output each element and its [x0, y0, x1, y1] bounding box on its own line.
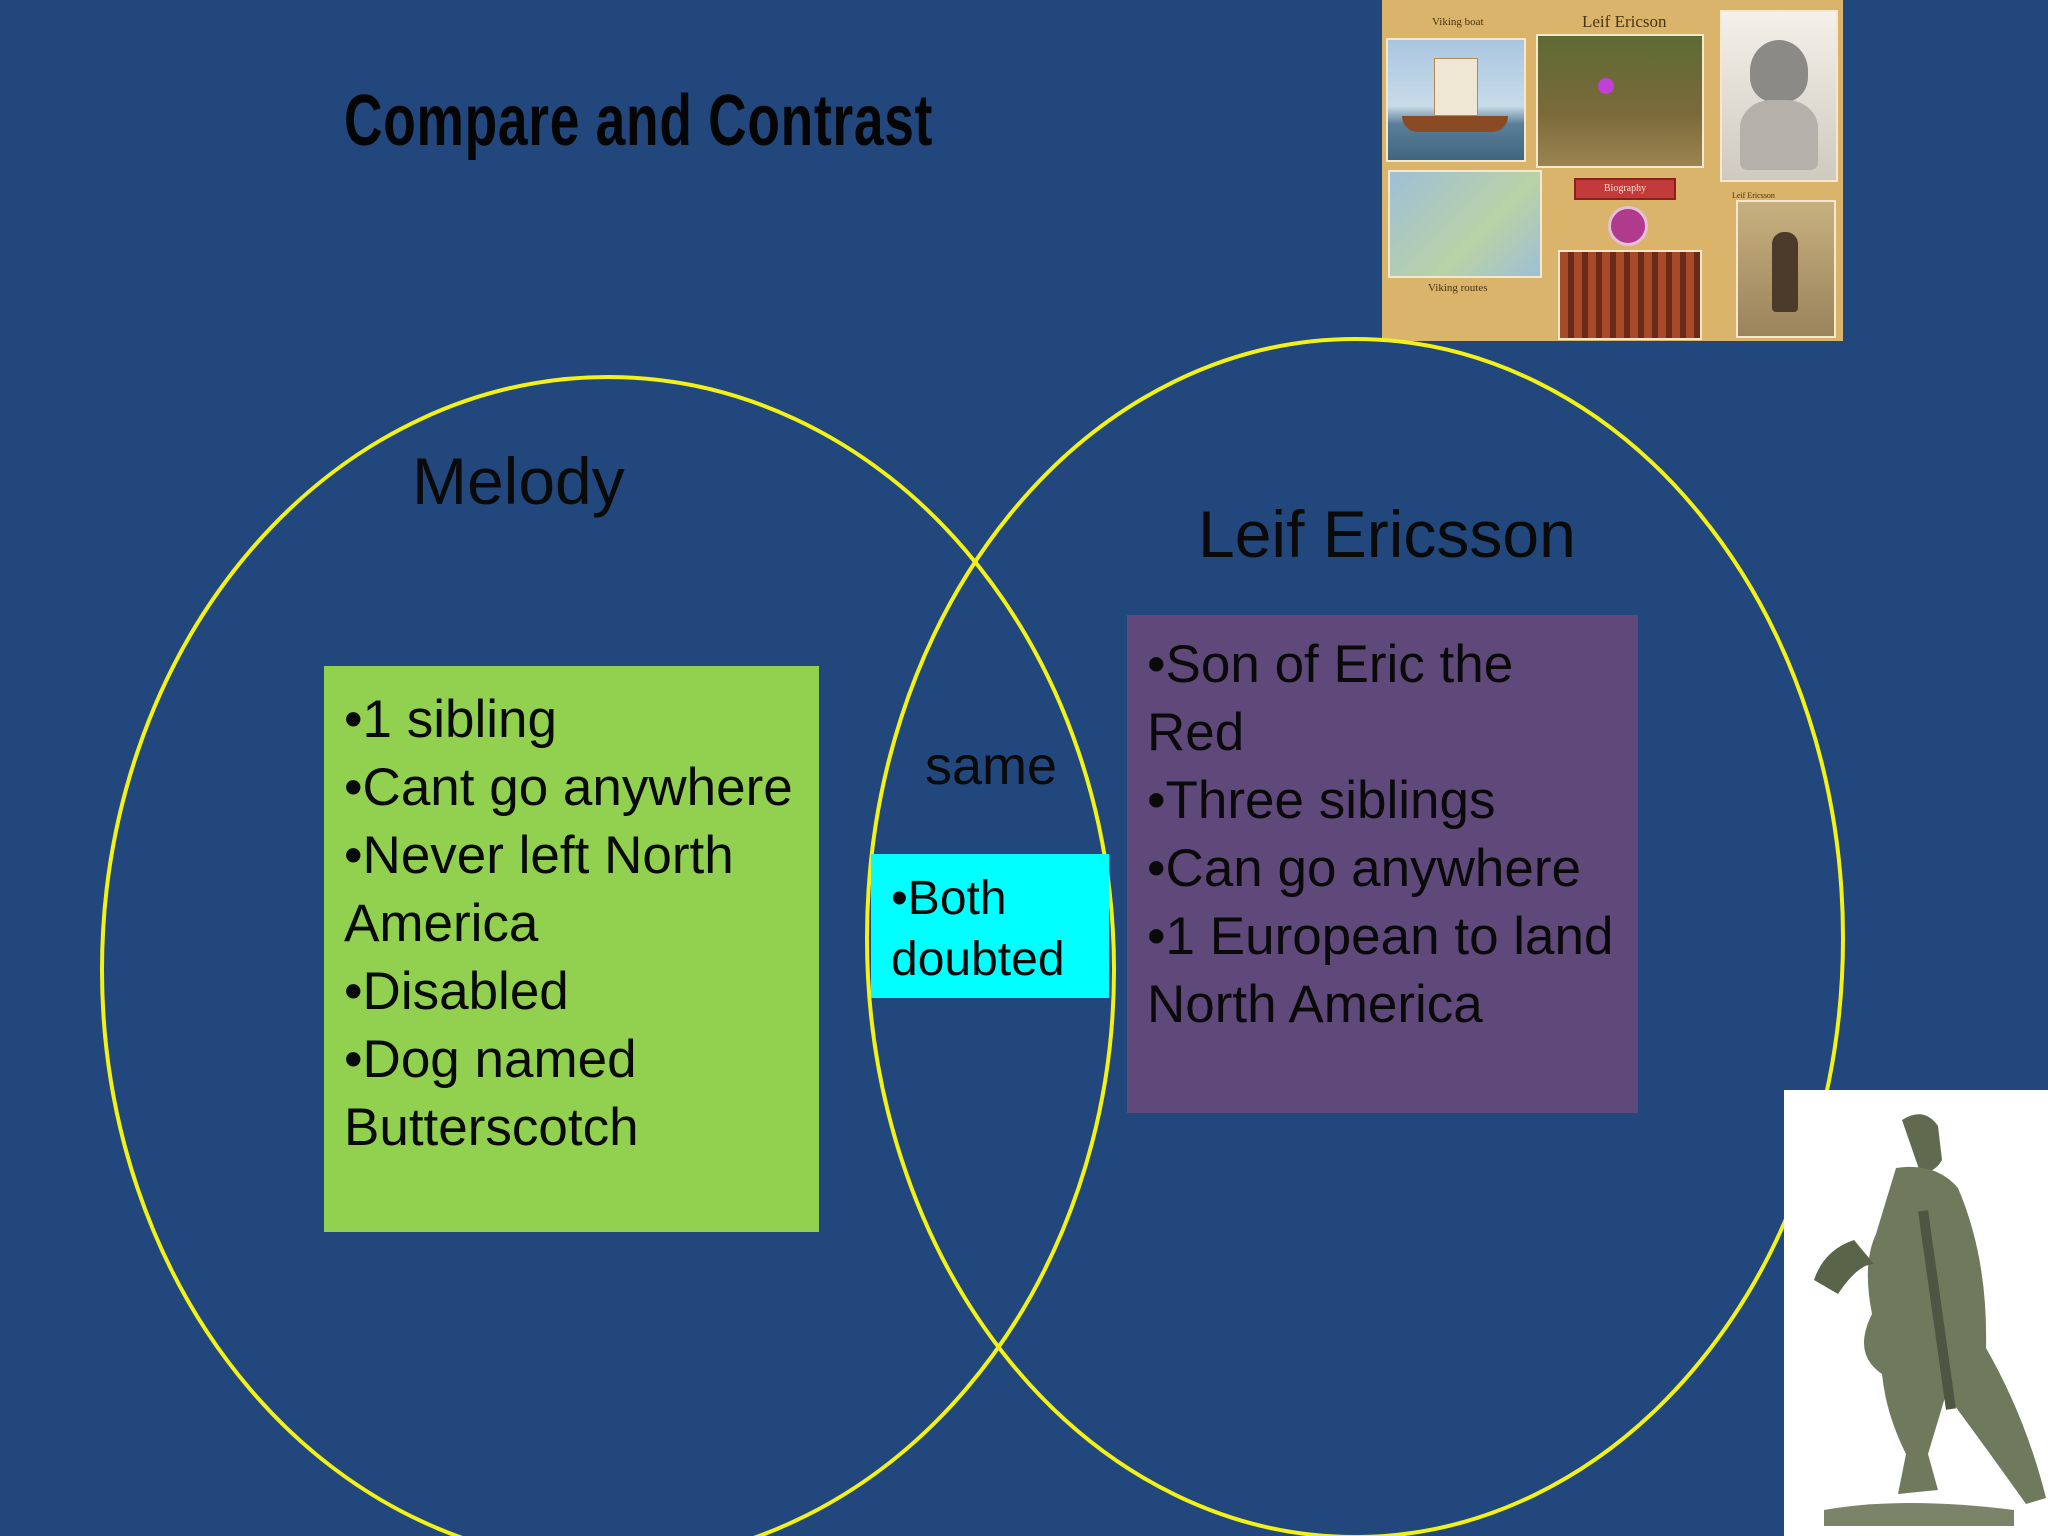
left-circle-label: Melody — [412, 444, 625, 518]
slide-title: Compare and Contrast — [344, 81, 934, 161]
list-item: •Three siblings — [1147, 771, 1496, 830]
list-item: •Can go anywhere — [1147, 839, 1581, 898]
forest-scene-photo — [1536, 34, 1704, 168]
melody-traits-box: •1 sibling •Cant go anywhere •Never left… — [324, 666, 819, 1232]
boat-hull-shape — [1402, 116, 1508, 132]
shared-traits-box: •Both doubted — [871, 854, 1109, 998]
viking-army-photo — [1558, 250, 1702, 340]
viking-warrior-photo — [1736, 200, 1836, 338]
viking-head-shape — [1750, 40, 1808, 102]
magenta-orb-icon — [1598, 78, 1614, 94]
viking-boat-photo — [1386, 38, 1526, 162]
right-circle-label: Leif Ericsson — [1198, 497, 1576, 571]
biography-button: Biography — [1574, 178, 1676, 200]
statue-figure-icon — [1814, 1114, 2046, 1526]
list-item: •Son of Eric the Red — [1147, 635, 1514, 762]
list-item: •1 sibling — [344, 690, 558, 749]
middle-label: same — [925, 736, 1058, 796]
boat-sail-shape — [1434, 58, 1478, 116]
viking-portrait-photo — [1720, 10, 1838, 182]
collage-caption-viking-boat: Viking boat — [1432, 16, 1484, 28]
collage-caption-viking-routes: Viking routes — [1428, 282, 1488, 294]
leif-ericsson-statue-image — [1784, 1090, 2048, 1536]
list-item: •Cant go anywhere — [344, 758, 793, 817]
left-circle — [100, 375, 1116, 1536]
list-item: •Both doubted — [891, 872, 1065, 986]
list-item: •Dog named Butterscotch — [344, 1030, 639, 1157]
warrior-figure-shape — [1772, 232, 1798, 312]
emblem-icon — [1608, 206, 1648, 246]
viking-collage-image: Viking boat Leif Ericson Viking routes L… — [1382, 0, 1843, 341]
leif-traits-box: •Son of Eric the Red •Three siblings •Ca… — [1127, 615, 1638, 1113]
viking-routes-map — [1388, 170, 1542, 278]
list-item: •Disabled — [344, 962, 569, 1021]
collage-title: Leif Ericson — [1582, 12, 1667, 31]
list-item: •1 European to land North America — [1147, 907, 1614, 1034]
list-item: •Never left North America — [344, 826, 734, 953]
viking-beard-shape — [1740, 100, 1818, 170]
collage-caption-leif-ericsson: Leif Ericsson — [1732, 191, 1775, 200]
right-circle — [865, 337, 1845, 1536]
